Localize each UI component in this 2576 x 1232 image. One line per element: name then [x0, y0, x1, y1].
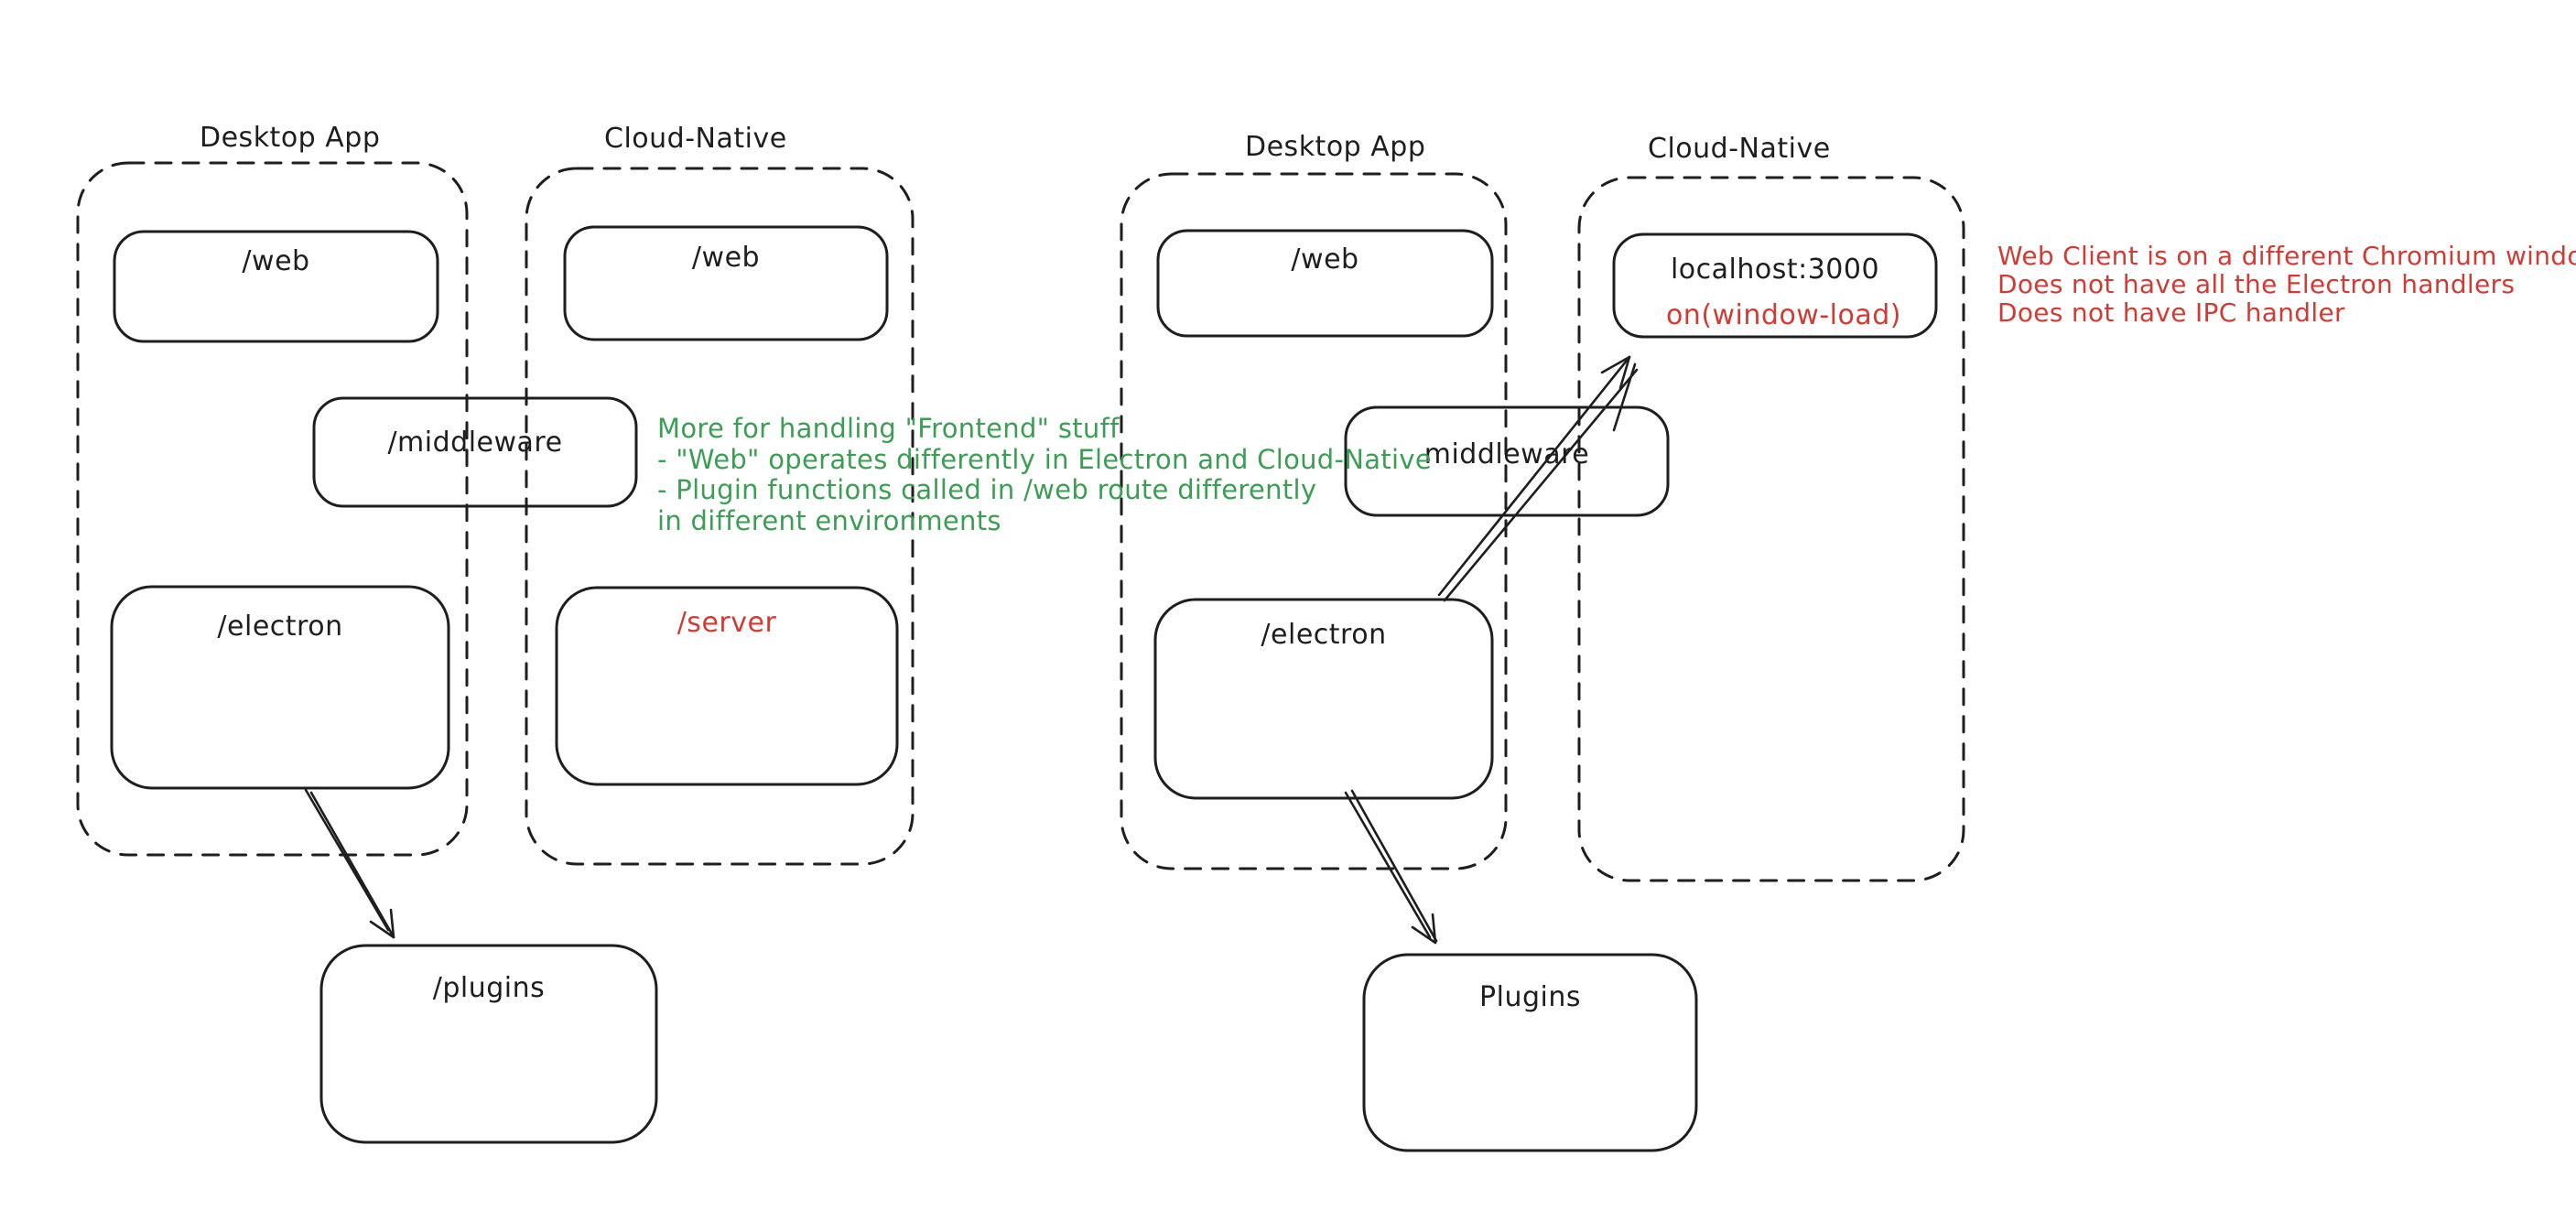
right-desktop-app-container[interactable]	[1120, 172, 1508, 870]
red-note-line: Does not have IPC handler	[1997, 297, 2345, 328]
right-electron-box[interactable]	[1153, 598, 1494, 800]
arrow-electron-to-localhost[interactable]	[1437, 355, 1639, 602]
right-electron-label[interactable]: /electron	[1261, 619, 1387, 651]
arrow-electron-to-plugins-left[interactable]	[304, 788, 395, 939]
right-plugins-box[interactable]	[1362, 953, 1698, 1152]
right-middleware-box[interactable]	[1344, 405, 1670, 517]
left-web-desktop-label[interactable]: /web	[242, 245, 310, 277]
left-middleware-box[interactable]	[312, 396, 638, 508]
left-cloud-native-title[interactable]: Cloud-Native	[604, 123, 787, 155]
red-note-line: Does not have all the Electron handlers	[1997, 269, 2516, 299]
right-desktop-app-title[interactable]: Desktop App	[1245, 131, 1426, 163]
green-note-line: More for handling "Frontend" stuff	[657, 413, 1120, 444]
left-web-desktop-box[interactable]	[113, 230, 439, 343]
left-electron-label[interactable]: /electron	[217, 611, 343, 643]
green-note-line: - "Web" operates differently in Electron…	[657, 443, 1432, 475]
left-plugins-label[interactable]: /plugins	[432, 972, 546, 1004]
right-cloud-native-title[interactable]: Cloud-Native	[1648, 133, 1831, 165]
left-desktop-app-container[interactable]	[76, 161, 469, 857]
right-plugins-label[interactable]: Plugins	[1479, 981, 1581, 1013]
left-web-cloud-label[interactable]: /web	[691, 242, 761, 274]
arrow-electron-to-plugins-right[interactable]	[1344, 789, 1438, 945]
left-middleware-label[interactable]: /middleware	[387, 427, 563, 459]
left-plugins-box[interactable]	[319, 944, 658, 1144]
left-server-label[interactable]: /server	[676, 607, 777, 639]
green-note-line: in different environments	[657, 504, 1001, 536]
left-desktop-app-title[interactable]: Desktop App	[200, 122, 381, 154]
right-web-label[interactable]: /web	[1291, 243, 1359, 276]
right-web-box[interactable]	[1156, 229, 1494, 338]
left-cloud-native-container[interactable]	[525, 167, 915, 866]
left-server-box[interactable]	[555, 586, 899, 786]
red-annotation-note[interactable]: Web Client is on a different Chromium wi…	[1997, 242, 2576, 327]
green-note-line: - Plugin functions called in /web route …	[657, 474, 1317, 505]
green-annotation-note[interactable]: More for handling "Frontend" stuff - "We…	[657, 413, 1432, 536]
left-web-cloud-box[interactable]	[563, 225, 889, 341]
left-electron-box[interactable]	[110, 585, 450, 790]
right-window-load-label[interactable]: on(window-load)	[1665, 299, 1901, 331]
red-note-line: Web Client is on a different Chromium wi…	[1997, 241, 2576, 271]
right-localhost-label[interactable]: localhost:3000	[1670, 254, 1880, 286]
right-cloud-native-container[interactable]	[1577, 176, 1965, 882]
right-localhost-box[interactable]	[1612, 232, 1938, 339]
right-middleware-label[interactable]: middleware	[1423, 438, 1590, 470]
